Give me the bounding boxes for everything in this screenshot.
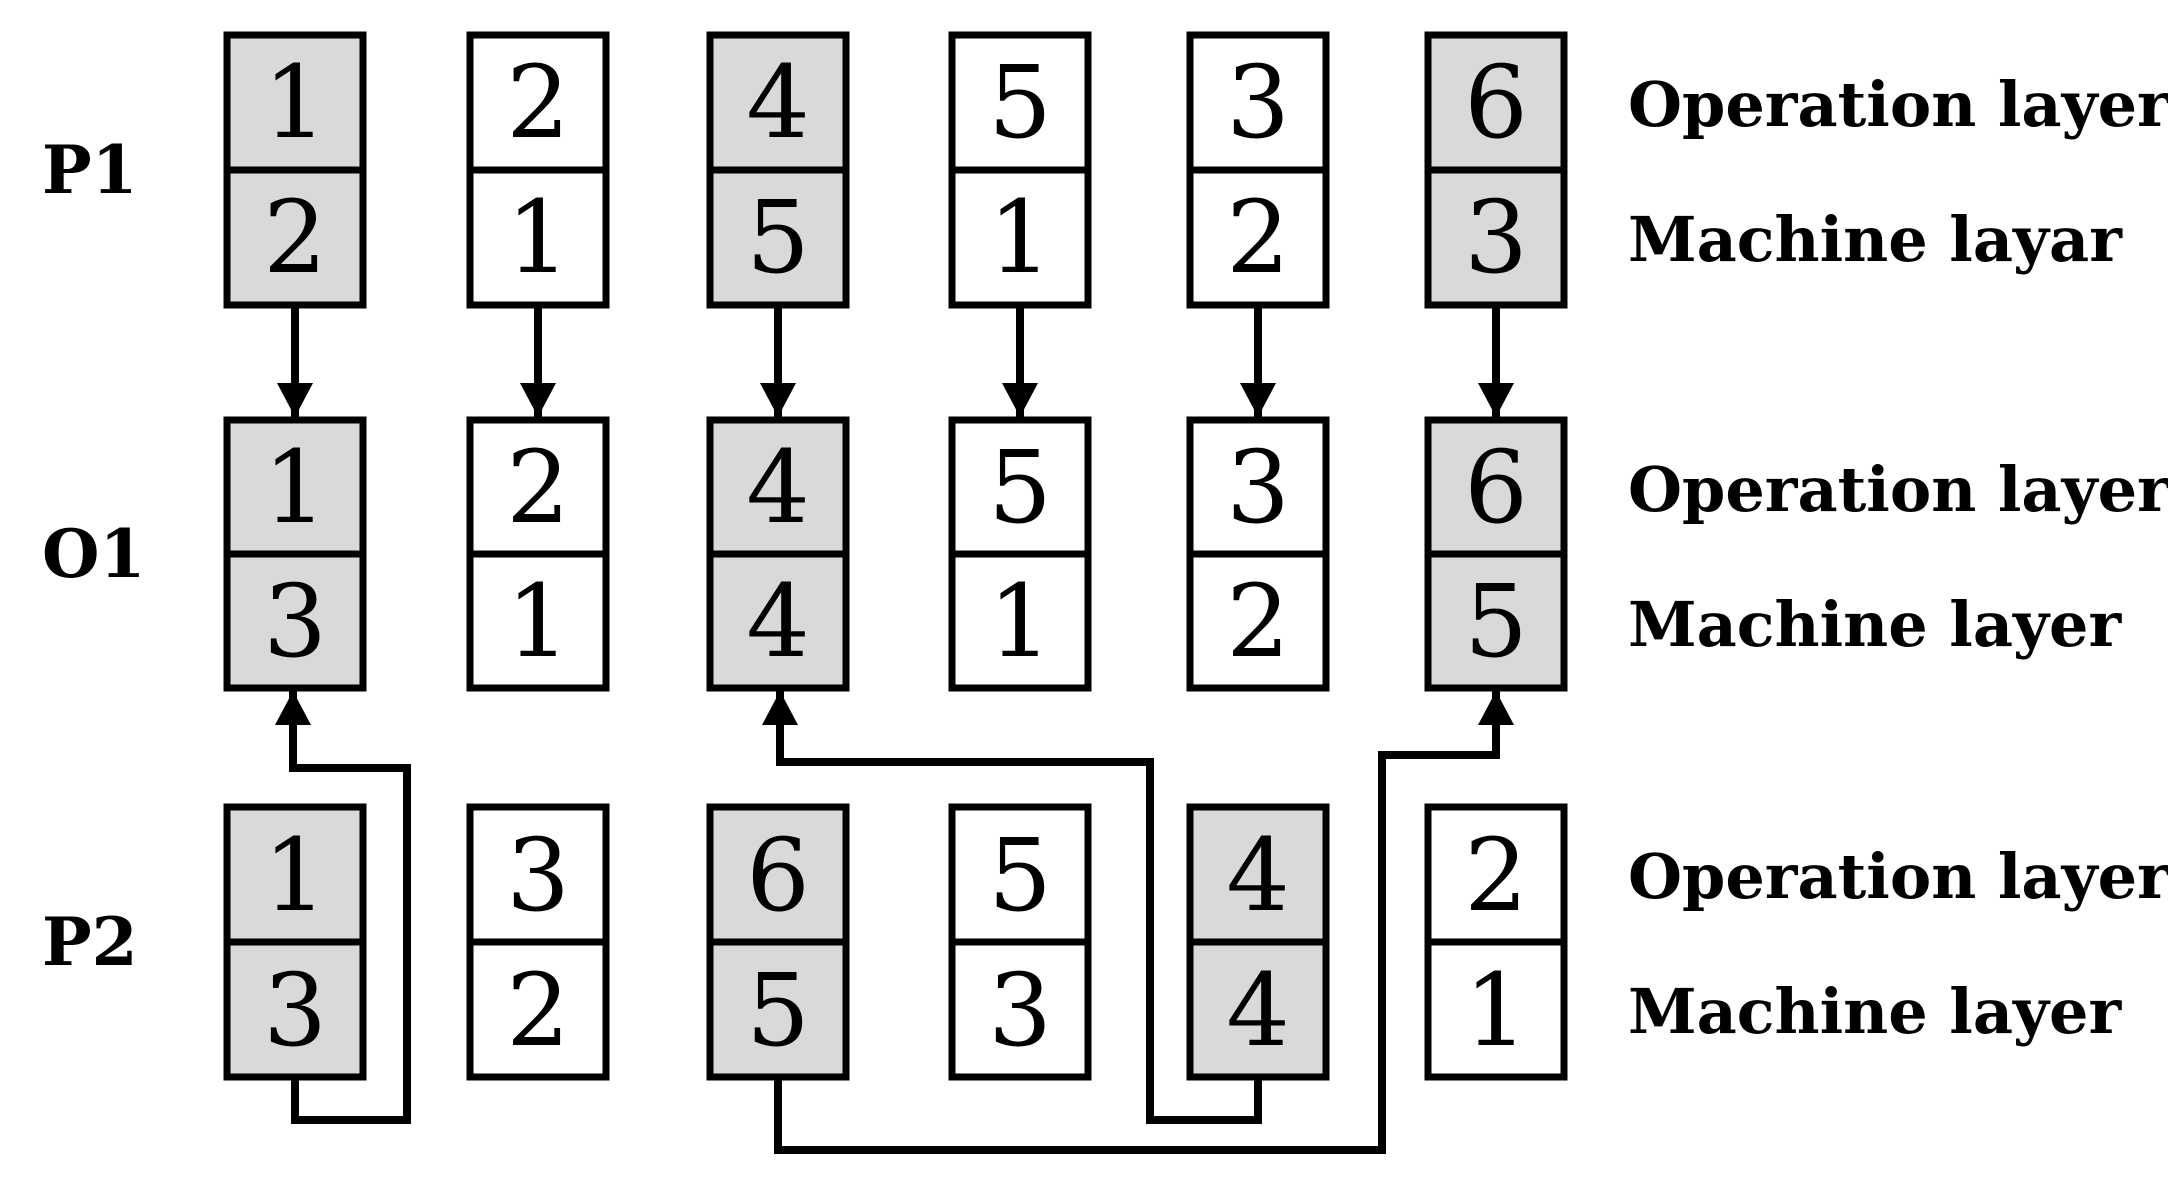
p1-col6-machine-value: 3 [1464,179,1528,296]
p2-machine-layer-label: Machine layer [1628,975,2122,1048]
o1-col4-operation-value: 5 [988,429,1052,546]
p2-column-3: 6 5 [706,803,850,1081]
row-label-p1: P1 [42,131,138,209]
p1-col4-machine-value: 1 [988,179,1052,296]
p1-col5-machine-value: 2 [1226,179,1290,296]
p1-col4-operation-value: 5 [988,44,1052,161]
o1-col6-machine-value: 5 [1464,563,1528,680]
p1-col6-operation-value: 6 [1464,44,1528,161]
p1-col2-operation-value: 2 [506,44,570,161]
o1-column-3: 4 4 [706,416,850,692]
p1-col3-machine-cell [706,166,850,309]
o1-col3-operation-cell [706,416,850,558]
o1-column-1: 1 3 [223,416,367,692]
p1-column-3: 4 5 [706,31,850,309]
row-label-p2: P2 [42,903,138,981]
p2-col3-machine-value: 5 [746,952,810,1069]
p1-column-1: 1 2 [223,31,367,309]
p2-col5-operation-value: 4 [1226,817,1290,934]
p1-col5-machine-cell [1186,166,1330,309]
p2-col2-operation-cell [466,803,610,946]
p1-col4-machine-cell [948,166,1092,309]
o1-column-2: 2 1 [466,416,610,692]
p1-col1-machine-value: 2 [263,179,327,296]
p1-column-2: 2 1 [466,31,610,309]
p1-column-6: 6 3 [1424,31,1568,309]
o1-col2-machine-value: 1 [506,563,570,680]
p2-col3-machine-cell [706,938,850,1081]
o1-column-5: 3 2 [1186,416,1330,692]
p2-column-5: 4 4 [1186,803,1330,1081]
o1-col5-machine-cell [1186,550,1330,692]
o1-col6-machine-cell [1424,550,1568,692]
p2-col6-operation-value: 2 [1464,817,1528,934]
p1-col3-operation-value: 4 [746,44,810,161]
p2-col3-operation-value: 6 [746,817,810,934]
o1-col3-operation-value: 4 [746,429,810,546]
o1-col1-machine-cell [223,550,367,692]
p2-column-1: 1 3 [223,803,367,1081]
p1-col3-machine-value: 5 [746,179,810,296]
p1-col1-operation-value: 1 [263,44,327,161]
p2-col2-operation-value: 3 [506,817,570,934]
p2-col1-operation-cell [223,803,367,946]
p2-col5-machine-value: 4 [1226,952,1290,1069]
o1-col1-operation-value: 1 [263,429,327,546]
p2-column-4: 5 3 [948,803,1092,1081]
p2-col4-operation-cell [948,803,1092,946]
o1-col6-operation-value: 6 [1464,429,1528,546]
o1-col1-operation-cell [223,416,367,558]
o1-col3-machine-cell [706,550,850,692]
o1-col3-machine-value: 4 [746,563,810,680]
p1-col2-machine-value: 1 [506,179,570,296]
o1-col2-machine-cell [466,550,610,692]
connector-p2c5-to-o1c3 [762,691,1262,1124]
o1-machine-layer-label: Machine layer [1628,588,2122,661]
p2-col1-machine-value: 3 [263,952,327,1069]
connector-p2c3-to-o1c6 [774,691,1514,1154]
p2-col2-machine-cell [466,938,610,1081]
o1-operation-layer-label: Operation layer [1628,453,2168,526]
o1-column-4: 5 1 [948,416,1092,692]
p2-col1-operation-value: 1 [263,817,327,934]
row-label-o1: O1 [42,515,145,593]
p2-col4-operation-value: 5 [988,817,1052,934]
p1-machine-layer-label: Machine layar [1628,203,2123,276]
o1-column-6: 6 5 [1424,416,1568,692]
o1-col5-operation-value: 3 [1226,429,1290,546]
p2-column-2: 3 2 [466,803,610,1081]
p2-col6-machine-value: 1 [1464,952,1528,1069]
p2-col4-machine-value: 3 [988,952,1052,1069]
o1-col2-operation-value: 2 [506,429,570,546]
connector-p2c1-to-o1c1 [275,691,411,1124]
o1-col6-operation-cell [1424,416,1568,558]
o1-col4-machine-value: 1 [988,563,1052,680]
p2-col6-machine-cell [1424,938,1568,1081]
p1-col2-machine-cell [466,166,610,309]
p2-operation-layer-label: Operation layer [1628,840,2168,913]
p2-col4-machine-cell [948,938,1092,1081]
o1-col4-machine-cell [948,550,1092,692]
p1-column-5: 3 2 [1186,31,1330,309]
p2-column-6: 2 1 [1424,803,1568,1081]
o1-col5-machine-value: 2 [1226,563,1290,680]
o1-col2-operation-cell [466,416,610,558]
p1-column-4: 5 1 [948,31,1092,309]
p1-col5-operation-value: 3 [1226,44,1290,161]
p1-operation-layer-label: Operation layer [1628,68,2168,141]
o1-col5-operation-cell [1186,416,1330,558]
p2-col2-machine-value: 2 [506,952,570,1069]
o1-col1-machine-value: 3 [263,563,327,680]
